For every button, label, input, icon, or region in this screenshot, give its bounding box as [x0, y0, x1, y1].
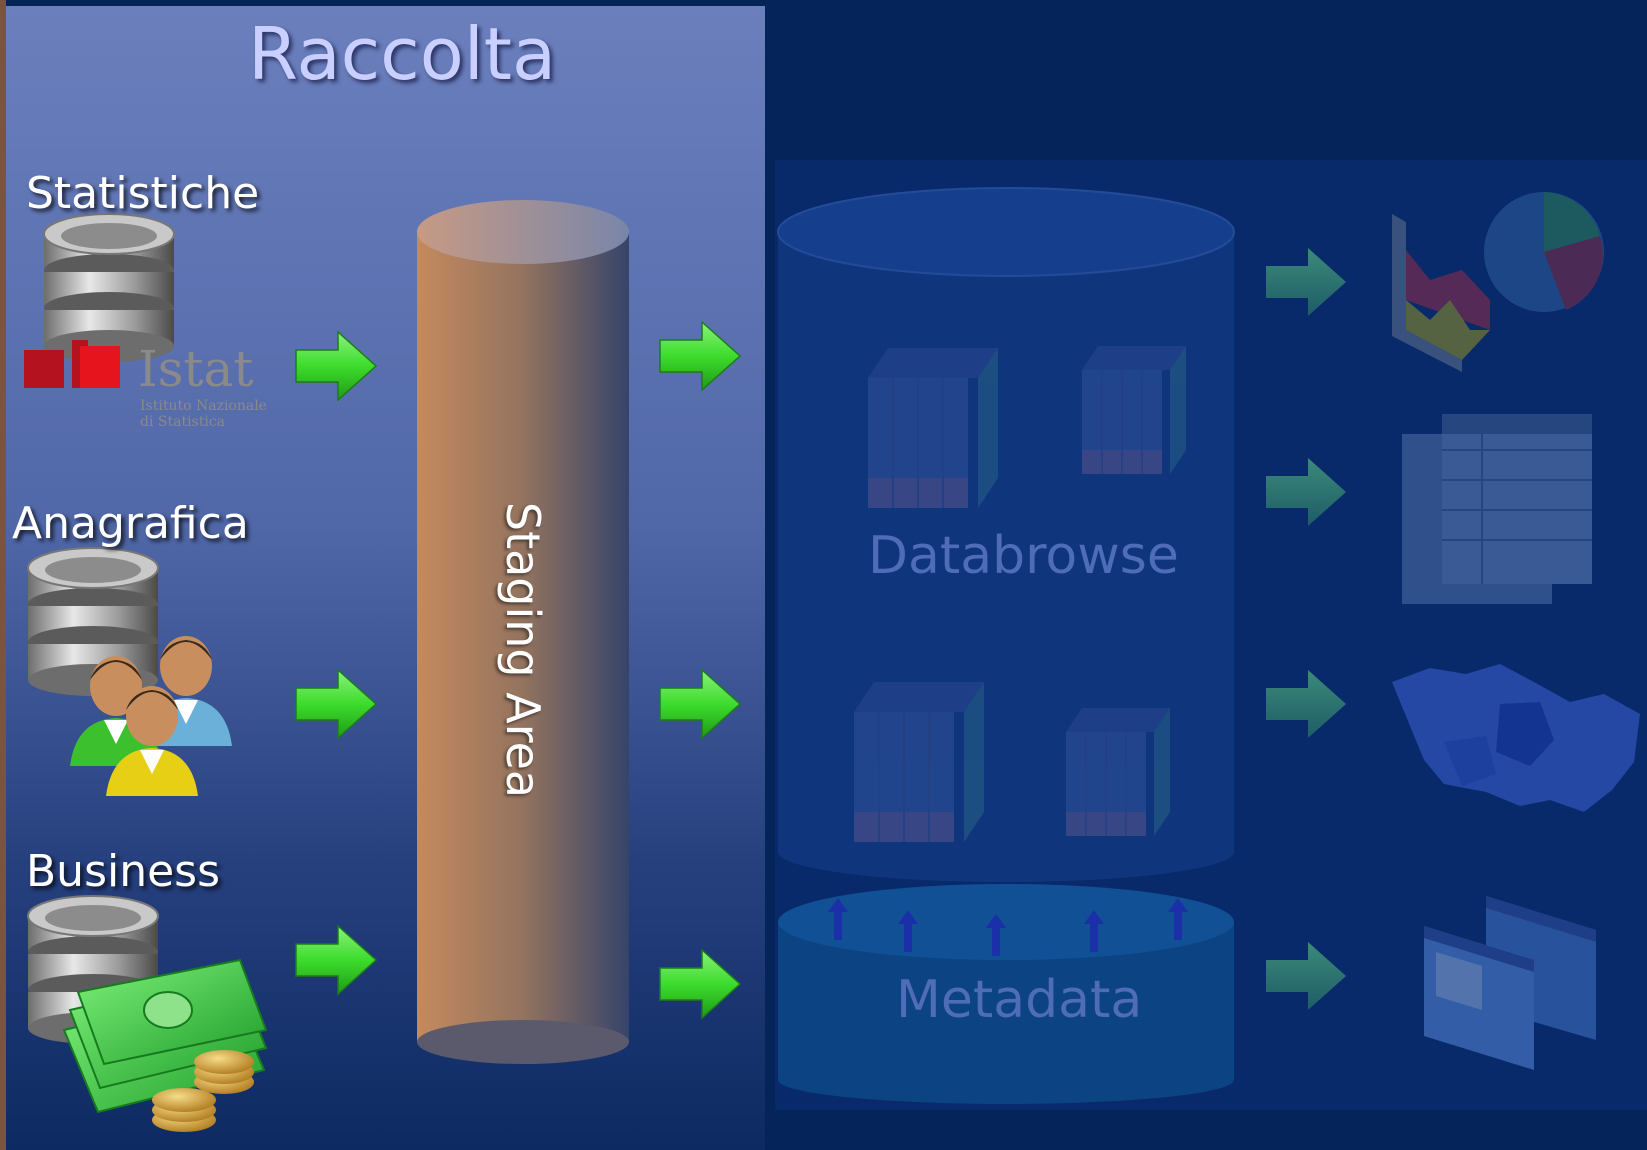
source-label-statistiche: Statistiche [26, 168, 260, 219]
olap-cube-1-icon [867, 347, 999, 509]
olap-cube-2-icon [1081, 345, 1187, 475]
olap-cube-3-icon [853, 681, 985, 843]
metadata-link-arrows [828, 898, 1188, 956]
istat-logo-text: Istat [138, 340, 253, 398]
istat-logo: Istat Istituto Nazionale di Statistica [24, 340, 267, 430]
istat-logo-subtext-2: di Statistica [140, 414, 225, 430]
staging-area-label: Staging Area [496, 501, 550, 799]
web-window-icon [1424, 896, 1596, 1070]
map-icon [1392, 664, 1640, 812]
money-icon [62, 958, 268, 1132]
databrowse-label: Databrowse [868, 526, 1179, 586]
metadata-label: Metadata [896, 970, 1143, 1030]
istat-logo-subtext-1: Istituto Nazionale [140, 398, 267, 414]
olap-cube-4-icon [1065, 707, 1171, 837]
metadata-cylinder [778, 884, 1234, 1104]
document-report-icon [1402, 414, 1592, 604]
page-title: Raccolta [248, 12, 557, 96]
panel-edge [0, 0, 6, 1150]
source-label-anagrafica: Anagrafica [12, 498, 249, 549]
chart-report-icon [1392, 192, 1604, 372]
staging-area-cylinder [417, 200, 629, 1064]
source-label-business: Business [26, 846, 221, 897]
